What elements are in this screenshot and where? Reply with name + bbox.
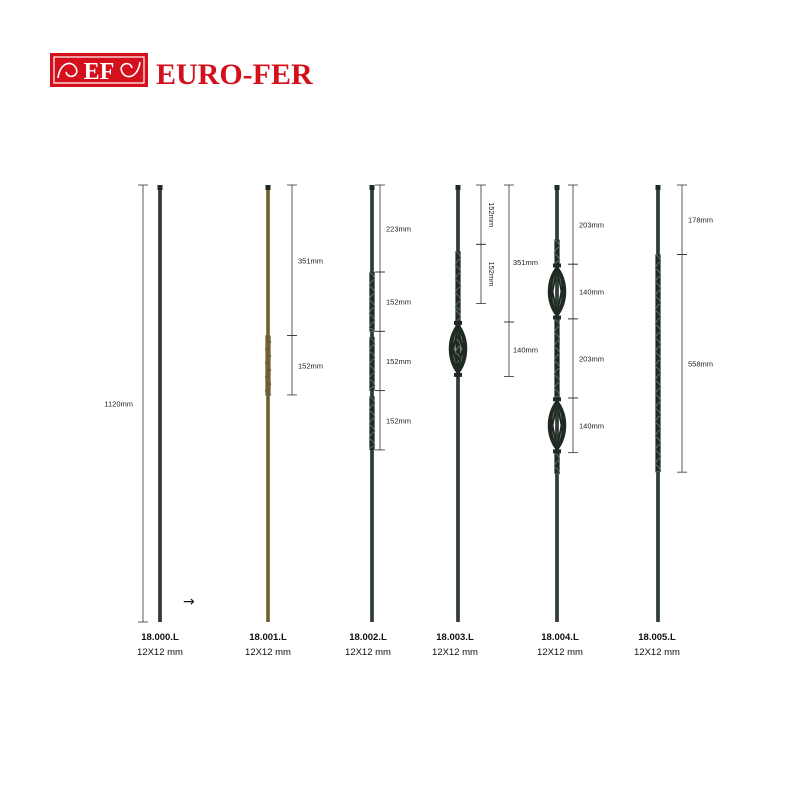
basket-wire	[550, 400, 558, 450]
basket-ornament	[547, 263, 567, 320]
dimension-label: 140mm	[579, 421, 604, 430]
twist-ridge	[553, 452, 561, 475]
product-18.003.L: 351mm 140mm 152mm 152mm 18.003.L 12X12 mm	[432, 184, 538, 658]
twist-ridge	[553, 239, 561, 265]
product-code: 18.002.L	[349, 632, 387, 643]
twist-section	[369, 396, 375, 450]
dimension-label: 351mm	[298, 256, 323, 265]
dimension-label: 140mm	[513, 345, 538, 354]
bar-highlight	[159, 189, 161, 622]
dimension-label: 140mm	[579, 288, 604, 297]
bar-highlight	[267, 189, 269, 622]
product-code: 18.003.L	[436, 632, 474, 643]
dimension-label: 178mm	[688, 216, 713, 225]
monogram-badge: EF	[50, 53, 148, 87]
product-18.001.L: 351mm 152mm 18.001.L 12X12 mm	[245, 184, 323, 658]
twist-section	[655, 254, 661, 473]
basket-collar	[454, 320, 462, 325]
product-code: 18.001.L	[249, 632, 287, 643]
product-code: 18.005.L	[638, 632, 676, 643]
basket-ornament	[547, 397, 567, 454]
twist-section	[554, 239, 560, 265]
twist-section	[554, 318, 560, 399]
basket-collar	[553, 315, 561, 320]
basket-collar	[553, 263, 561, 268]
twist-ridge	[368, 396, 376, 451]
dimension-label: 152mm	[386, 416, 411, 425]
monogram-text: EF	[84, 59, 115, 85]
bar-top-tenon	[369, 185, 375, 190]
bar-top-tenon	[455, 185, 461, 190]
dimension-label: 223mm	[386, 225, 411, 234]
basket-wire	[556, 267, 564, 317]
product-size: 12X12 mm	[245, 647, 291, 658]
twist-ridge	[654, 253, 662, 473]
basket-collar	[454, 372, 462, 377]
twist-section	[554, 452, 560, 474]
product-list: 1120mm 18.000.L 12X12 mm 351mm 152mm 18.001.L…	[104, 184, 713, 658]
twist-ridge	[454, 250, 462, 312]
product-size: 12X12 mm	[634, 647, 680, 658]
twist-ridge	[368, 271, 376, 332]
product-18.004.L: 203mm 140mm 203mm 140mm 18.004.L 12X12 mm	[537, 184, 604, 658]
basket-ornament	[448, 320, 468, 377]
twist-section	[369, 337, 375, 391]
dimension-label: 203mm	[579, 221, 604, 230]
basket-collar	[553, 449, 561, 454]
twist-ridge	[368, 336, 376, 391]
bar-top-tenon	[157, 185, 163, 190]
brand-name: EURO-FER	[156, 58, 313, 91]
dimension-label: 152mm	[298, 361, 323, 370]
product-size: 12X12 mm	[345, 647, 391, 658]
product-18.002.L: 223mm 152mm 152mm 152mm 18.002.L 12X12 mm	[345, 184, 411, 658]
product-size: 12X12 mm	[537, 647, 583, 658]
brand-logo: EF EURO-FER	[50, 53, 313, 91]
product-18.005.L: 178mm 558mm 18.005.L 12X12 mm	[634, 184, 713, 658]
product-size: 12X12 mm	[432, 647, 478, 658]
dimension-label: 152mm	[386, 357, 411, 366]
basket-wire	[457, 324, 465, 374]
dimension-label: 1120mm	[104, 400, 133, 409]
dimension-label: 152mm	[386, 298, 411, 307]
product-18.000.L: 1120mm 18.000.L 12X12 mm	[104, 184, 183, 658]
product-size: 12X12 mm	[137, 647, 183, 658]
basket-wire	[556, 401, 564, 451]
basket-wire	[550, 266, 558, 316]
dimension-label: 152mm	[487, 261, 496, 286]
product-code: 18.004.L	[541, 632, 579, 643]
basket-wire	[451, 324, 459, 373]
bar-top-tenon	[265, 185, 271, 190]
dimension-label: 351mm	[513, 258, 538, 267]
product-code: 18.000.L	[141, 632, 179, 643]
twist-ridge	[264, 335, 272, 396]
arrow-icon: →	[183, 594, 195, 610]
bar-top-tenon	[655, 185, 661, 190]
dimension-label: 203mm	[579, 354, 604, 363]
bar-top-tenon	[554, 185, 560, 190]
twist-ridge	[553, 318, 561, 399]
dimension-label: 558mm	[688, 359, 713, 368]
dimension-label: 152mm	[487, 202, 496, 227]
bar-highlight	[457, 189, 459, 622]
basket-collar	[553, 397, 561, 402]
